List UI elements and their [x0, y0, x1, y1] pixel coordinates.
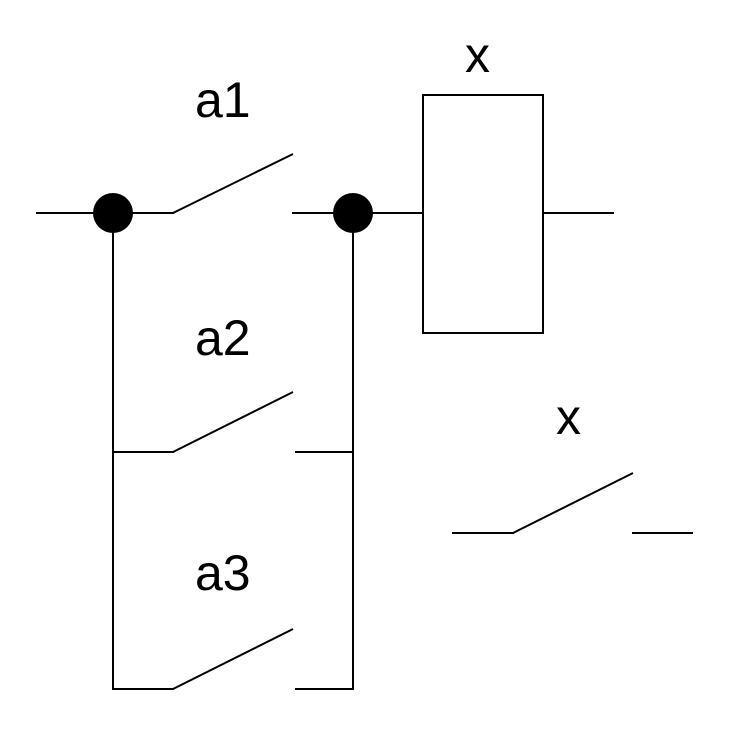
contact-a2 — [112, 391, 354, 453]
contact-a1 — [112, 153, 354, 214]
contact-a1-arm — [172, 153, 294, 214]
contact-a2-arm — [172, 391, 294, 453]
contact-x-arm — [512, 472, 634, 534]
contact-a3 — [112, 628, 354, 690]
label-a1: a1 — [195, 72, 251, 128]
contact-a3-arm — [172, 628, 294, 690]
contact-x — [452, 472, 693, 534]
label-a3: a3 — [195, 545, 251, 601]
coil-x — [422, 94, 544, 334]
label-contact-x: x — [556, 389, 581, 445]
label-coil-x: x — [465, 27, 490, 83]
label-a2: a2 — [195, 310, 251, 366]
junction-node-right — [333, 193, 373, 233]
junction-node-left — [93, 193, 133, 233]
